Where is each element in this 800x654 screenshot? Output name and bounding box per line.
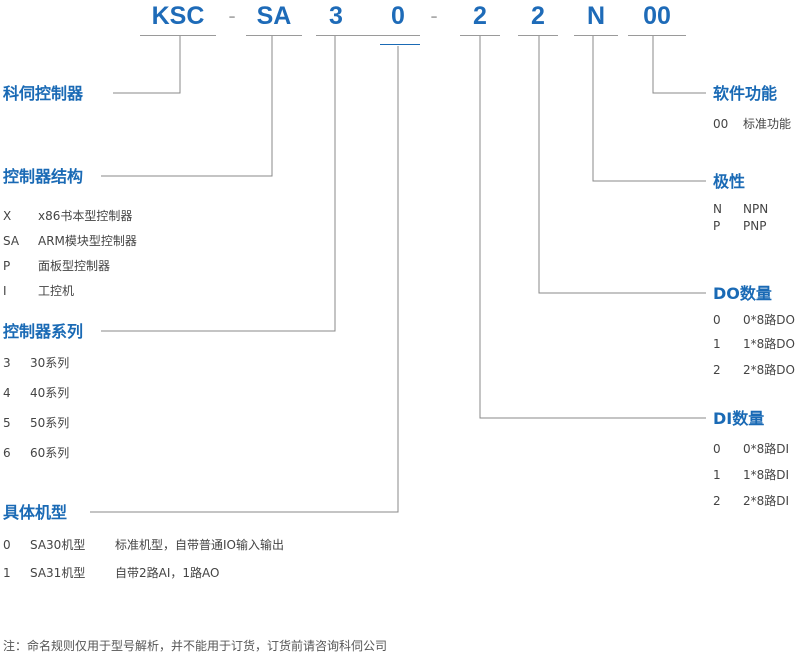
code-separator: - (430, 3, 438, 28)
segment-underline-accent (380, 44, 420, 45)
code-segment-line: 3 (329, 2, 343, 30)
code-segment-series: KSC (151, 2, 205, 30)
heading-software: 软件功能 (713, 84, 778, 103)
code-segment-model: 0 (391, 2, 405, 30)
segment-underline (628, 35, 686, 36)
heading-do: DO数量 (713, 284, 772, 303)
connector-structure (101, 36, 273, 177)
segment-underline (246, 35, 302, 36)
segment-underline (460, 35, 500, 36)
connector-do (538, 36, 706, 294)
segment-underline (140, 35, 216, 36)
code-segment-software: 00 (643, 2, 671, 30)
heading-polarity: 极性 (713, 172, 746, 191)
connector-series (113, 36, 181, 94)
code-segment-polarity: N (586, 2, 606, 30)
footnote: 注：命名规则仅用于型号解析，并不能用于订货，订货前请咨询科伺公司 (3, 639, 388, 653)
connector-line (101, 36, 336, 332)
connector-di (479, 36, 706, 419)
heading-model: 具体机型 (3, 503, 68, 522)
heading-structure: 控制器结构 (3, 167, 84, 186)
code-segment-do: 2 (531, 2, 545, 30)
heading-line: 控制器系列 (3, 322, 84, 341)
connector-polarity (592, 36, 706, 182)
segment-underline (316, 35, 420, 36)
heading-di: DI数量 (713, 409, 765, 428)
segment-underline (518, 35, 558, 36)
connector-model (90, 46, 399, 513)
code-segment-di: 2 (473, 2, 487, 30)
heading-series: 科伺控制器 (3, 84, 84, 103)
code-segment-structure: SA (256, 2, 292, 30)
segment-underline (574, 35, 618, 36)
code-separator: - (228, 3, 236, 28)
connector-software (652, 36, 706, 94)
